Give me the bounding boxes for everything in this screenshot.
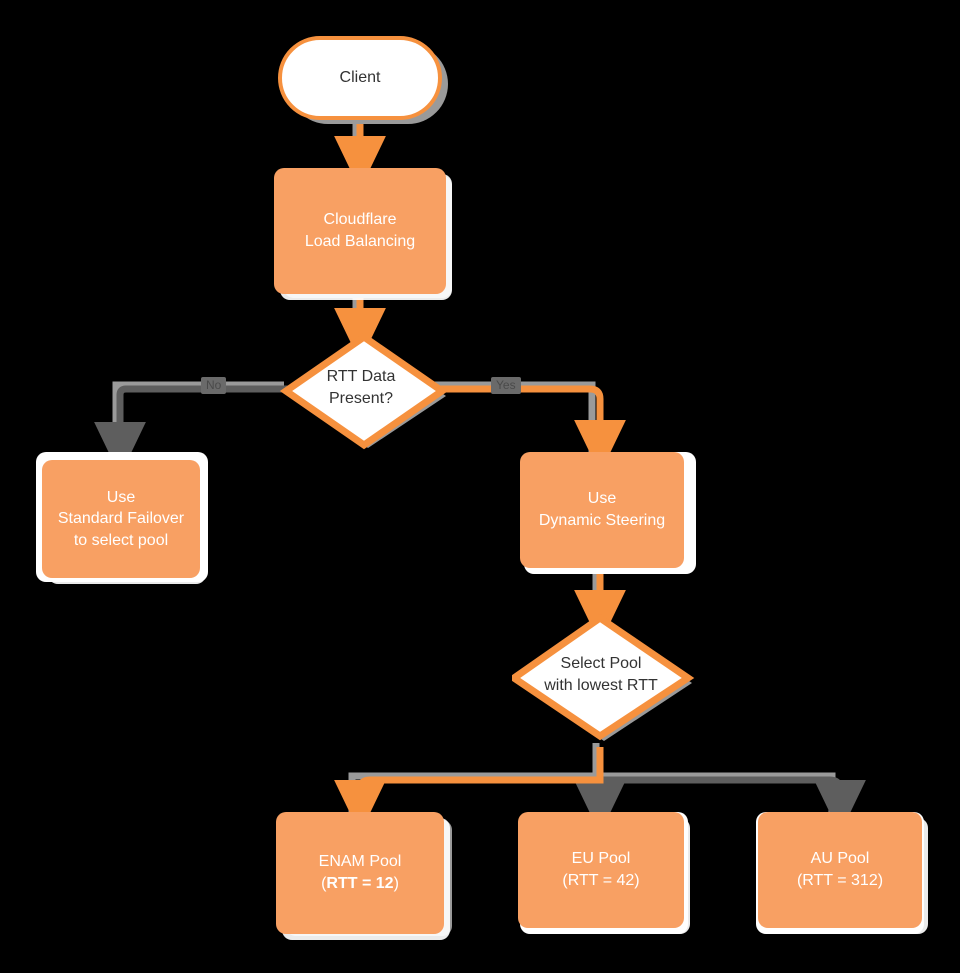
node-client[interactable]: Client [278, 36, 442, 120]
standard-failover-label-line3: to select pool [73, 531, 169, 549]
au-pool-paren-open: ( [796, 872, 803, 889]
eu-pool-paren-open: ( [562, 872, 568, 889]
rtt-diamond-label: RTT Data Present? [275, 329, 447, 447]
select-pool-label-line1: Select Pool [560, 655, 642, 673]
node-load-balancing[interactable]: Cloudflare Load Balancing [274, 168, 446, 294]
node-standard-failover[interactable]: Use Standard Failover to select pool [42, 460, 200, 578]
au-pool-rtt-line: (RTT = 312) [797, 870, 883, 892]
node-au-pool[interactable]: AU Pool (RTT = 312) [758, 812, 922, 928]
eu-pool-paren-close: ) [634, 872, 640, 889]
edge-label-yes: Yes [491, 377, 521, 395]
select-pool-diamond-shape [512, 613, 695, 741]
node-select-pool[interactable]: Select Pool with lowest RTT [512, 612, 696, 746]
enam-pool-paren-close: ) [393, 875, 399, 892]
node-eu-pool[interactable]: EU Pool (RTT = 42) [518, 812, 684, 928]
standard-failover-label-line1: Use [106, 488, 136, 506]
enam-pool-paren-open: ( [321, 875, 327, 892]
enam-pool-label-line1: ENAM Pool [318, 853, 402, 871]
load-balancing-label-line2: Load Balancing [304, 233, 416, 250]
edge-rtt-to-dynamic-steering [436, 385, 626, 474]
eu-pool-label-line1: EU Pool [571, 850, 631, 868]
enam-pool-rtt-line: (RTT = 12) [321, 873, 399, 895]
select-pool-diamond-label: Select Pool with lowest RTT [509, 608, 693, 742]
load-balancing-label-line1: Cloudflare [323, 211, 397, 229]
select-pool-label-line2: with lowest RTT [544, 677, 658, 694]
edge-label-no: No [201, 377, 227, 395]
au-pool-paren-close: ) [877, 872, 884, 889]
dynamic-steering-label-line2: Dynamic Steering [538, 512, 666, 529]
eu-pool-rtt-line: (RTT = 42) [562, 870, 639, 892]
standard-failover-label-line2: Standard Failover [57, 510, 185, 528]
enam-pool-rtt-value: RTT = 12 [326, 875, 394, 892]
au-pool-label-line1: AU Pool [810, 850, 870, 868]
dynamic-steering-label-line1: Use [587, 490, 617, 508]
rtt-diamond-shape [279, 332, 449, 450]
au-pool-rtt-value: RTT = 312 [802, 872, 878, 889]
rtt-label-line2: Present? [328, 390, 394, 407]
client-label: Client [339, 69, 381, 87]
node-enam-pool[interactable]: ENAM Pool (RTT = 12) [276, 812, 444, 934]
node-rtt-data-present[interactable]: RTT Data Present? [278, 332, 450, 450]
edge-select-pool-to-enam-pool [334, 747, 604, 834]
edge-rtt-to-standard-failover [94, 385, 288, 476]
rtt-label-line1: RTT Data [326, 368, 396, 386]
eu-pool-rtt-value: RTT = 42 [567, 872, 635, 889]
edge-select-pool-to-au-pool [600, 776, 866, 834]
node-dynamic-steering[interactable]: Use Dynamic Steering [520, 452, 684, 568]
